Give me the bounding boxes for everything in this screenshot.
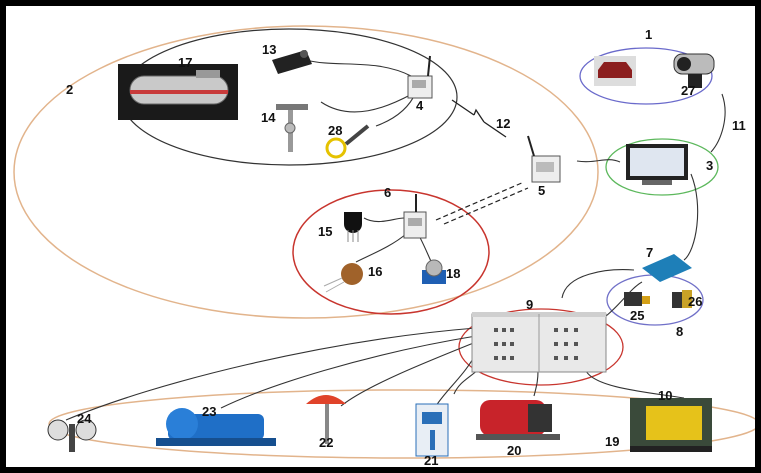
label-4: 4	[416, 98, 423, 113]
diagram-graphics	[6, 6, 755, 467]
label-21: 21	[424, 453, 438, 467]
label-6: 6	[384, 185, 391, 200]
generator-icon	[630, 398, 712, 452]
diagram-frame: 1 2 3 4 5 6 7 8 9 10 11 12 13 14 15 16 1…	[6, 6, 755, 467]
label-2: 2	[66, 82, 73, 97]
pressure-probe-icon	[276, 104, 308, 152]
label-3: 3	[706, 158, 713, 173]
label-18: 18	[446, 266, 460, 281]
label-26: 26	[688, 294, 702, 309]
temperature-sensor-icon	[344, 212, 362, 242]
label-16: 16	[368, 264, 382, 279]
label-12: 12	[496, 116, 510, 131]
label-7: 7	[646, 245, 653, 260]
ldr-sensor-icon	[324, 263, 363, 292]
gas-sensor-icon	[422, 260, 446, 284]
label-28: 28	[328, 123, 342, 138]
gateway-5-icon	[528, 136, 560, 182]
label-27: 27	[681, 83, 695, 98]
label-1: 1	[645, 27, 652, 42]
label-9: 9	[526, 297, 533, 312]
group-6-ellipse	[293, 190, 489, 314]
group-2-ellipse	[14, 26, 598, 318]
label-14: 14	[261, 110, 275, 125]
label-17: 17	[178, 55, 192, 70]
sensor-25-icon	[624, 292, 650, 306]
label-22: 22	[319, 435, 333, 450]
label-23: 23	[202, 404, 216, 419]
wireless-node-4-icon	[408, 56, 432, 98]
label-19: 19	[605, 434, 619, 449]
wireless-node-6-icon	[404, 194, 426, 238]
label-11: 11	[732, 118, 746, 133]
label-10: 10	[658, 388, 672, 403]
label-15: 15	[318, 224, 332, 239]
level-sensor-icon	[272, 50, 312, 74]
car-icon	[594, 56, 636, 86]
tank-icon	[118, 64, 238, 120]
label-8: 8	[676, 324, 683, 339]
label-20: 20	[507, 443, 521, 458]
label-25: 25	[630, 308, 644, 323]
monitor-icon	[626, 144, 688, 185]
label-13: 13	[262, 42, 276, 57]
label-24: 24	[77, 411, 91, 426]
control-panel-icon	[472, 312, 606, 372]
fuel-dispenser-icon	[416, 404, 448, 456]
label-5: 5	[538, 183, 545, 198]
pump-20-icon	[476, 400, 560, 440]
